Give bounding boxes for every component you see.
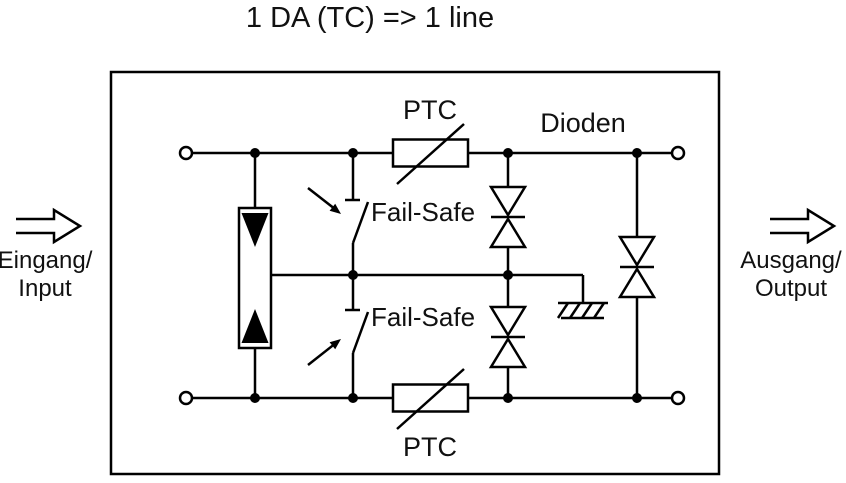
ground-symbol <box>556 275 608 320</box>
fail-safe-switch-bottom <box>307 275 370 398</box>
actuator-arrow-icon-bottom <box>307 339 341 366</box>
terminal-input-bottom <box>178 390 194 406</box>
terminal-input-top <box>178 145 194 161</box>
ptc-top-label: PTC <box>403 95 457 125</box>
junction-dots <box>250 148 642 403</box>
ptc-top-symbol <box>391 123 470 185</box>
gdt-electrode-bottom <box>241 309 269 343</box>
svg-text:Input: Input <box>18 275 72 302</box>
tvs-diode-pair-bottom <box>488 275 528 398</box>
output-label: Ausgang/ Output <box>740 247 842 302</box>
tvs-diode-pair-output <box>617 153 657 398</box>
actuator-arrow-icon-top <box>307 187 341 214</box>
svg-text:Output: Output <box>755 275 827 302</box>
gas-discharge-tube <box>237 153 273 398</box>
svg-text:Ausgang/: Ausgang/ <box>740 247 842 274</box>
fail-safe-switch-top <box>307 153 370 275</box>
ptc-bottom-label: PTC <box>403 432 457 462</box>
terminals <box>178 145 686 406</box>
fail-safe-bottom-label: Fail-Safe <box>371 302 475 332</box>
enclosure-box <box>109 70 721 476</box>
diagram-title: 1 DA (TC) => 1 line <box>246 2 494 34</box>
terminal-output-top <box>670 145 686 161</box>
terminal-output-bottom <box>670 390 686 406</box>
fail-safe-top-label: Fail-Safe <box>371 197 475 227</box>
svg-text:Eingang/: Eingang/ <box>0 247 93 274</box>
input-arrow-icon <box>16 207 83 245</box>
tvs-diode-pair-top <box>488 153 528 275</box>
dioden-label: Dioden <box>540 108 626 138</box>
input-label: Eingang/ Input <box>0 247 93 302</box>
output-arrow-icon <box>770 207 837 245</box>
ptc-bottom-symbol <box>391 368 470 430</box>
gdt-electrode-top <box>241 213 269 247</box>
